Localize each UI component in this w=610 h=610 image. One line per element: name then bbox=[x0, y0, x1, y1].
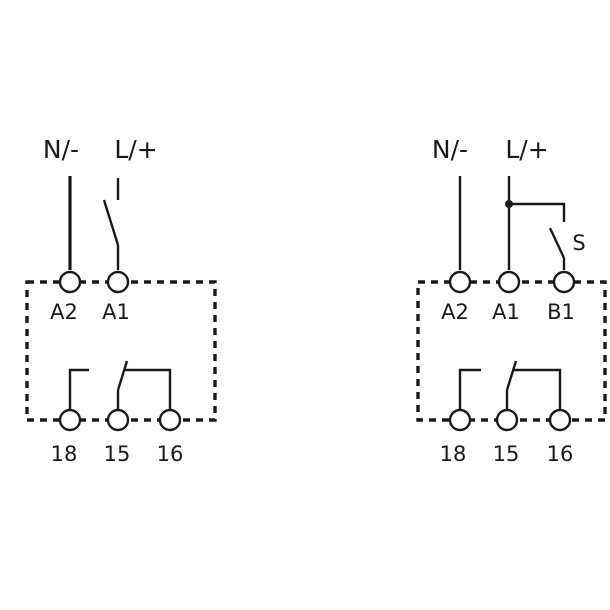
right-label-line: L/+ bbox=[505, 135, 548, 164]
right-terminal-18 bbox=[448, 408, 472, 432]
left-contact-no bbox=[124, 368, 172, 410]
right-terminal-label: 15 bbox=[493, 442, 520, 466]
right-contact-nc bbox=[458, 368, 481, 410]
right-terminal-label: B1 bbox=[547, 300, 575, 324]
right-terminal-16 bbox=[548, 408, 572, 432]
left-terminal-label: A2 bbox=[50, 300, 78, 324]
right-terminal-label: A1 bbox=[492, 300, 520, 324]
right-switch-label: S bbox=[572, 231, 585, 255]
right-label-neutral: N/- bbox=[432, 135, 468, 164]
left-contact-nc bbox=[68, 368, 89, 410]
right-terminal-a2 bbox=[448, 270, 472, 294]
right-terminal-b1 bbox=[552, 270, 576, 294]
right-start-switch bbox=[548, 227, 566, 259]
right-terminal-a1 bbox=[497, 270, 521, 294]
left-contact-blade bbox=[116, 360, 129, 391]
left-terminal-label: 15 bbox=[104, 442, 131, 466]
left-terminal-16 bbox=[158, 408, 182, 432]
right-contact-no bbox=[513, 368, 562, 410]
left-control-switch bbox=[102, 199, 120, 246]
right-terminal-15 bbox=[495, 408, 519, 432]
right-wiring-diagram: N/- L/+ S A2 A1 B1 18 15 16 bbox=[416, 135, 607, 466]
left-terminal-18 bbox=[58, 408, 82, 432]
left-label-line: L/+ bbox=[114, 135, 157, 164]
right-terminal-label: A2 bbox=[441, 300, 469, 324]
left-terminal-15 bbox=[106, 408, 130, 432]
right-contact-blade bbox=[505, 360, 518, 391]
left-terminal-label: 16 bbox=[157, 442, 184, 466]
right-terminal-label: 16 bbox=[547, 442, 574, 466]
left-terminal-label: A1 bbox=[102, 300, 130, 324]
right-terminal-label: 18 bbox=[440, 442, 467, 466]
left-label-neutral: N/- bbox=[43, 135, 79, 164]
left-terminal-a2 bbox=[58, 270, 82, 294]
right-branch-wire bbox=[509, 202, 566, 222]
left-wiring-diagram: N/- L/+ A2 A1 18 15 16 bbox=[25, 135, 217, 466]
left-terminal-a1 bbox=[106, 270, 130, 294]
left-terminal-label: 18 bbox=[51, 442, 78, 466]
